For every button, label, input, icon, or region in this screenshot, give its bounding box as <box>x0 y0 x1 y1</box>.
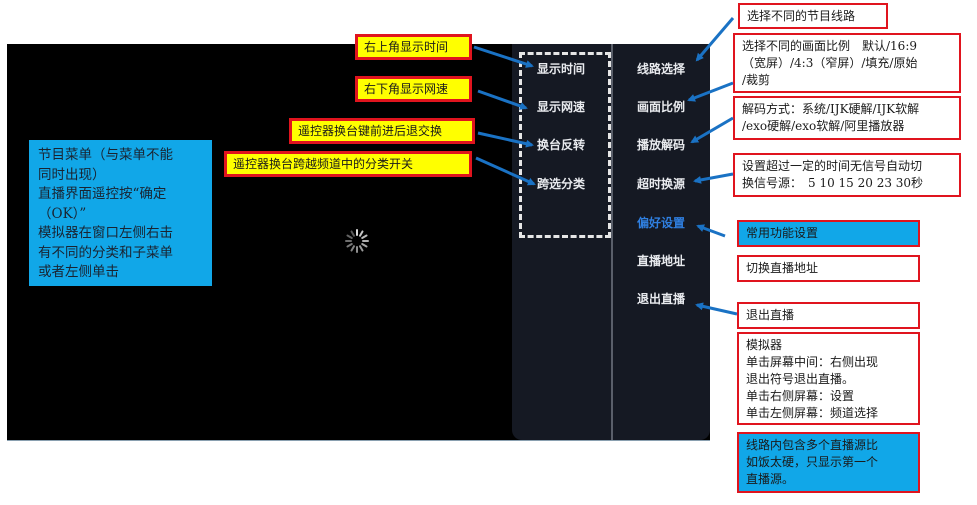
annotation-line: 退出符号退出直播。 <box>746 372 855 386</box>
menu-item-preferences[interactable]: 偏好设置 <box>637 216 686 230</box>
annotation-line: /exo硬解/exo软解/阿里播放器 <box>742 119 905 133</box>
menu-item-decoder[interactable]: 播放解码 <box>637 138 686 152</box>
menu-item-timeout-switch[interactable]: 超时换源 <box>637 177 686 191</box>
note-line: 直播界面遥控按“确定 <box>38 186 167 202</box>
menu-item-line-select[interactable]: 线路选择 <box>637 62 686 76</box>
menu-item-aspect-ratio[interactable]: 画面比例 <box>637 100 686 114</box>
annotation-line: （宽屏）/4:3（窄屏）/填充/原始 <box>742 56 918 70</box>
annotation-show-time: 右上角显示时间 <box>355 34 472 60</box>
annotation-exit-live: 退出直播 <box>737 302 920 329</box>
menu-item-show-time[interactable]: 显示时间 <box>537 62 586 76</box>
annotation-channel-reverse: 遥控器换台键前进后退交换 <box>289 118 475 144</box>
annotation-timeout-switch: 设置超过一定的时间无信号自动切 换信号源： 5 10 15 20 23 30秒 <box>733 153 961 197</box>
annotation-line: 常用功能设置 <box>746 226 819 240</box>
annotation-line: 解码方式：系统/IJK硬解/IJK软解 <box>742 102 920 116</box>
menu-item-cross-category[interactable]: 跨选分类 <box>537 177 586 191</box>
note-line: 同时出现） <box>38 166 106 183</box>
annotation-aspect-ratio: 选择不同的画面比例 默认/16:9 （宽屏）/4:3（窄屏）/填充/原始 /裁剪 <box>733 33 961 93</box>
annotation-cross-category: 遥控器换台跨越频道中的分类开关 <box>224 151 472 177</box>
annotation-line: 选择不同的画面比例 默认/16:9 <box>742 39 917 53</box>
note-line: 节目菜单（与菜单不能 <box>38 147 173 163</box>
panel-divider <box>611 44 613 440</box>
annotation-decoder: 解码方式：系统/IJK硬解/IJK软解 /exo硬解/exo软解/阿里播放器 <box>733 96 961 140</box>
channel-menu-note: 节目菜单（与菜单不能 同时出现） 直播界面遥控按“确定 （OK）” 模拟器在窗口… <box>29 140 212 286</box>
annotation-preferences: 常用功能设置 <box>737 220 920 247</box>
annotation-line: 选择不同的节目线路 <box>747 9 856 23</box>
annotation-line: 模拟器 <box>746 338 783 352</box>
annotation-multi-source: 线路内包含多个直播源比 如饭太硬，只显示第一个 直播源。 <box>737 432 920 493</box>
annotation-line: 切换直播地址 <box>746 261 819 275</box>
annotation-line: 单击右侧屏幕：设置 <box>746 389 855 403</box>
annotation-line-select: 选择不同的节目线路 <box>738 3 888 29</box>
note-line: 模拟器在窗口左侧右击 <box>38 225 173 241</box>
note-line: 有不同的分类和子菜单 <box>38 244 173 261</box>
annotation-line: 单击左侧屏幕：频道选择 <box>746 406 879 420</box>
menu-item-show-net-speed[interactable]: 显示网速 <box>537 100 586 114</box>
annotation-show-net-speed: 右下角显示网速 <box>355 76 472 102</box>
annotation-line: 线路内包含多个直播源比 <box>746 438 879 452</box>
annotation-line: 设置超过一定的时间无信号自动切 <box>742 159 923 173</box>
menu-item-live-url[interactable]: 直播地址 <box>637 254 686 268</box>
note-line: 或者左侧单击 <box>38 264 119 280</box>
annotation-line: /裁剪 <box>742 73 771 87</box>
annotation-line: 换信号源： 5 10 15 20 23 30秒 <box>742 176 924 190</box>
annotation-line: 单击屏幕中间：右侧出现 <box>746 355 879 369</box>
annotation-live-url: 切换直播地址 <box>737 255 920 282</box>
annotation-simulator-tips: 模拟器 单击屏幕中间：右侧出现 退出符号退出直播。 单击右侧屏幕：设置 单击左侧… <box>737 332 920 425</box>
menu-item-channel-reverse[interactable]: 换台反转 <box>537 138 586 152</box>
menu-item-exit-live[interactable]: 退出直播 <box>637 292 686 306</box>
annotation-line: 退出直播 <box>746 308 795 322</box>
annotation-line: 如饭太硬，只显示第一个 <box>746 455 879 469</box>
annotation-line: 直播源。 <box>746 472 795 486</box>
spinner-icon <box>345 229 369 253</box>
note-line: （OK）” <box>38 205 87 222</box>
